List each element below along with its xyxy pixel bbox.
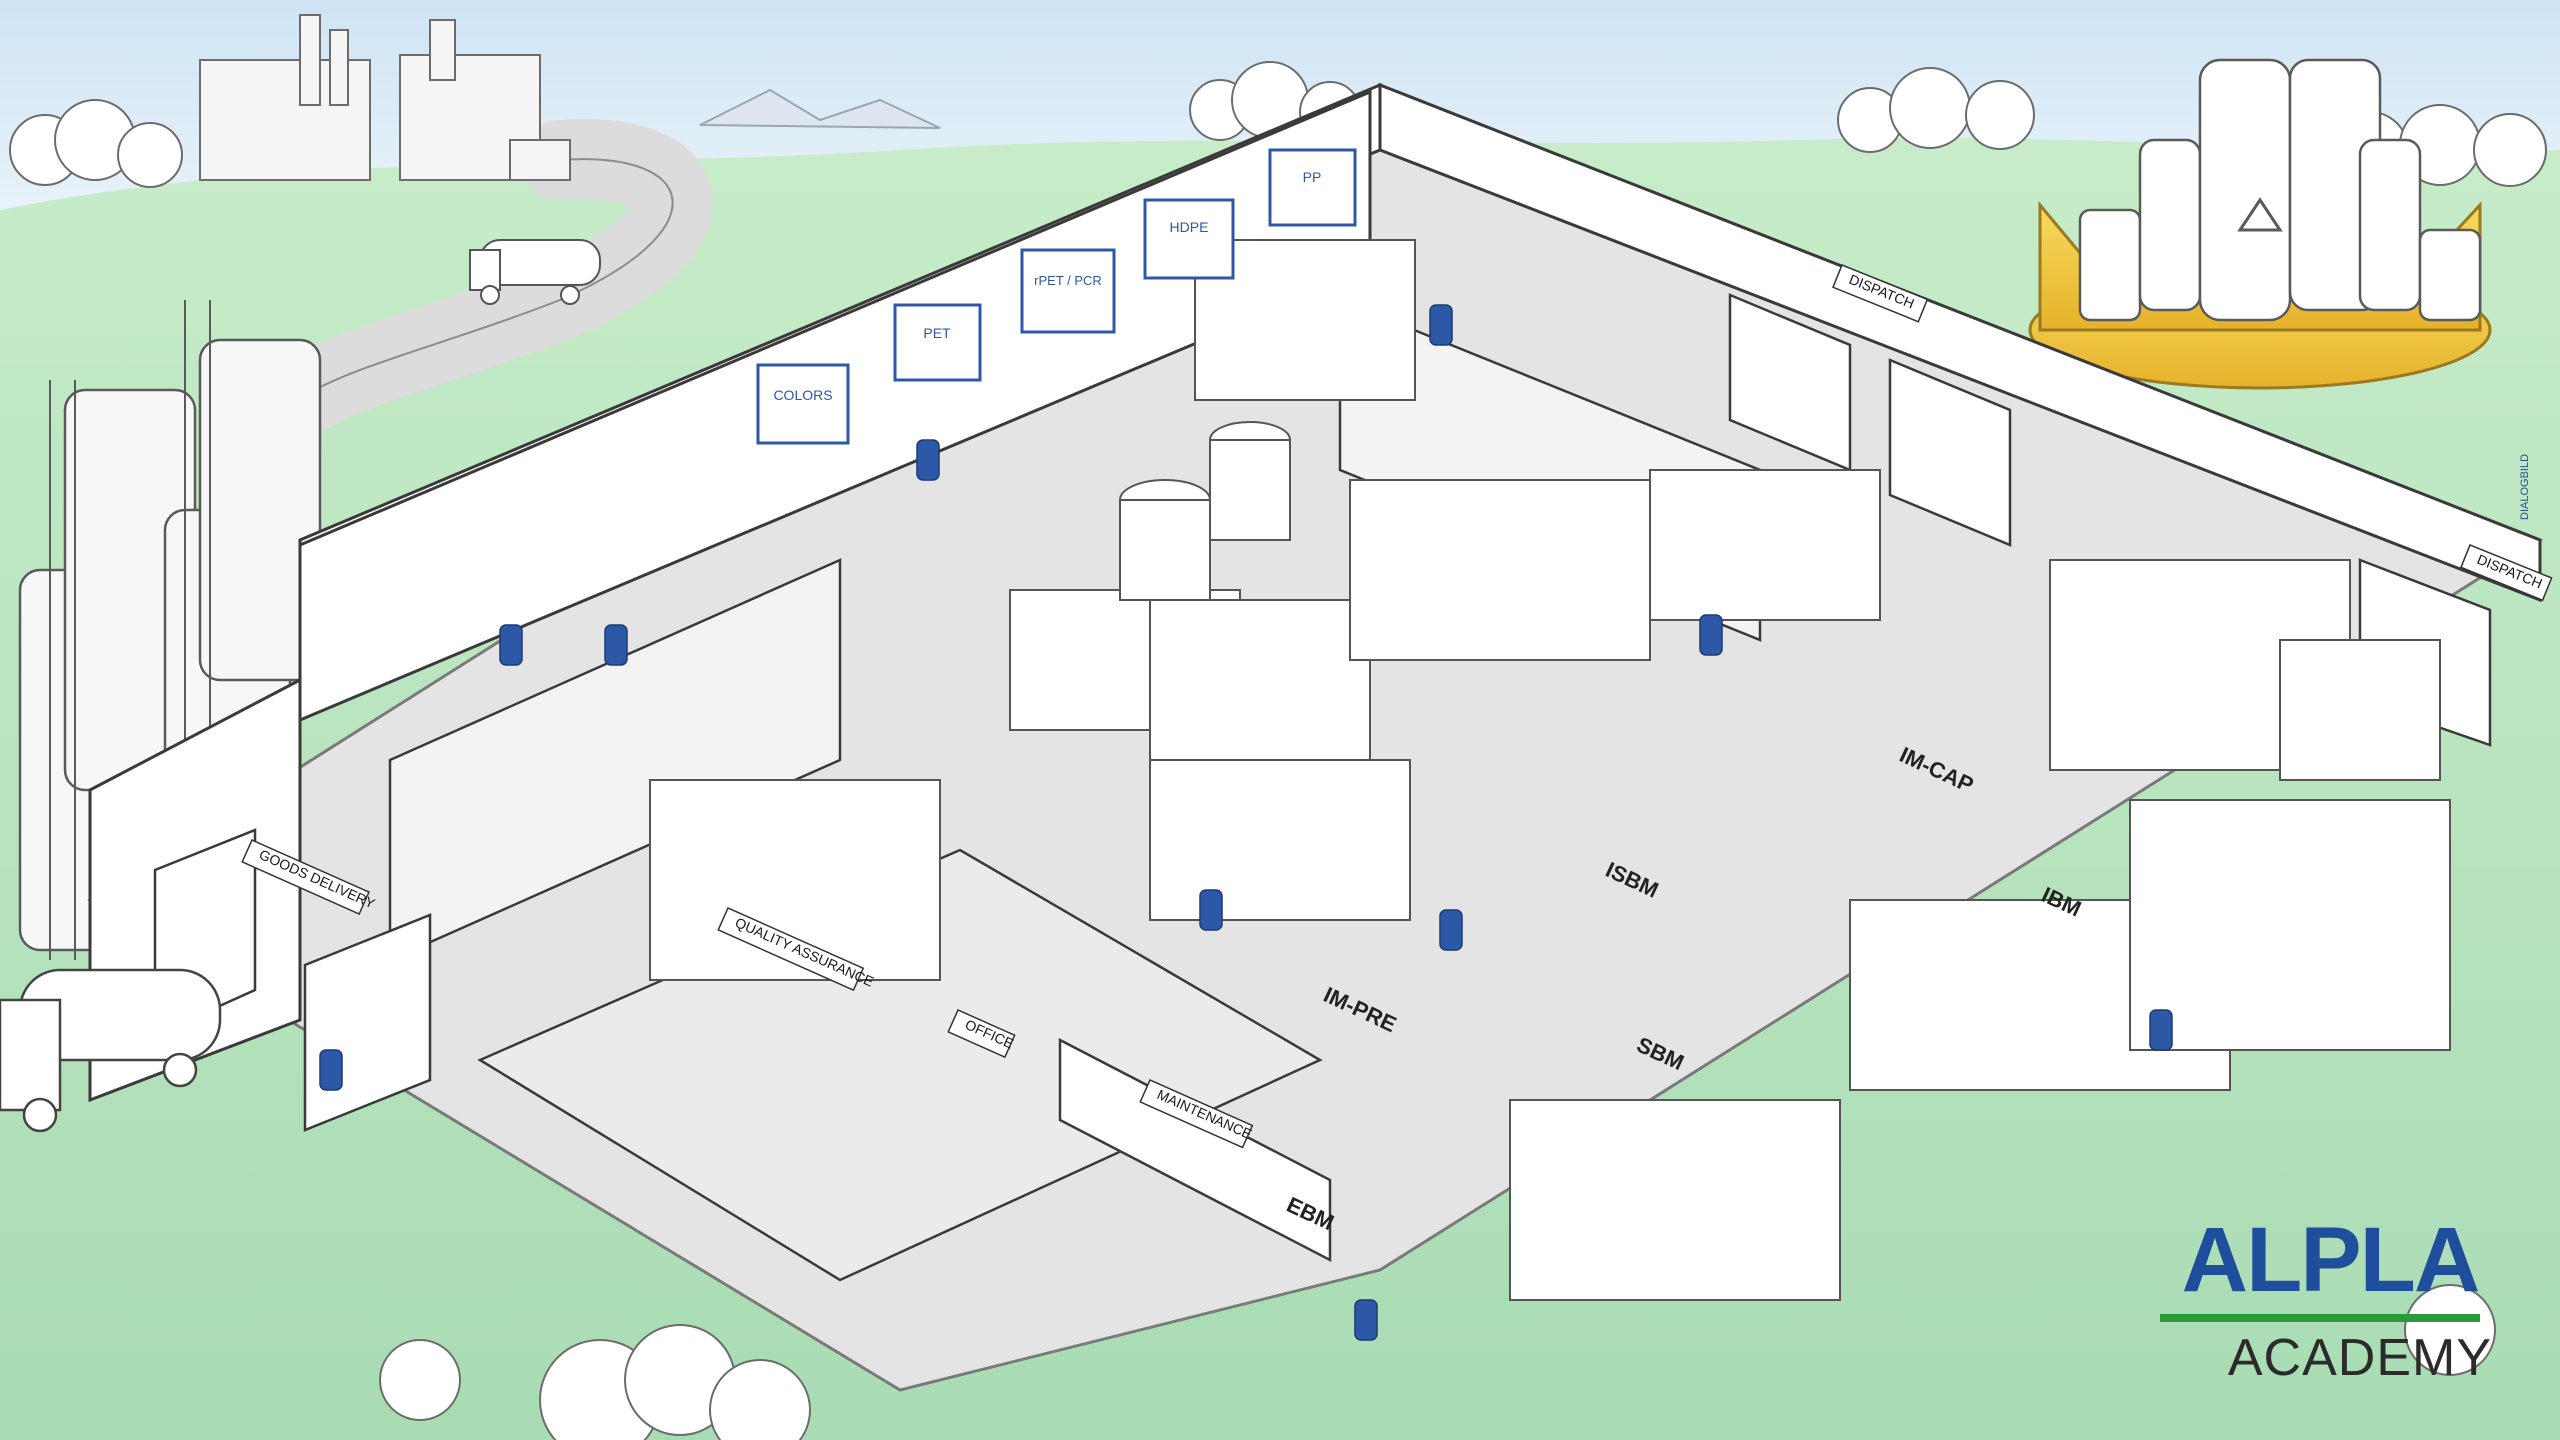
material-sign-pet-text: PET	[923, 325, 951, 341]
material-sign-colors-text: COLORS	[773, 387, 832, 403]
material-sign-hdpe: HDPE	[1143, 198, 1235, 280]
bottle-crown-emblem	[2028, 58, 2492, 390]
credit-label: DIALOGBILD	[2519, 454, 2531, 520]
material-sign-rpet: rPET / PCR	[1020, 248, 1116, 334]
brand-logo: ALPLA	[2181, 1209, 2481, 1311]
material-sign-colors: COLORS	[756, 363, 850, 445]
background-trees	[9, 61, 2547, 189]
mountain	[699, 88, 941, 129]
pallet-stacks	[1194, 239, 2441, 781]
material-sign-rpet-text: rPET / PCR	[1034, 273, 1102, 288]
dispatch-gates	[1728, 293, 2492, 747]
zone-sign-dispatch-2: DISPATCH	[2460, 544, 2553, 602]
brand-divider	[2160, 1314, 2480, 1322]
production-machines	[649, 421, 2451, 1301]
material-sign-pp: PP	[1268, 148, 1357, 227]
tanker-truck-delivery	[0, 968, 222, 1133]
material-sign-pp-text: PP	[1303, 169, 1322, 185]
foreground-bushes	[379, 1284, 2496, 1440]
material-sign-hdpe-text: HDPE	[1170, 219, 1209, 235]
workers	[319, 304, 2173, 1341]
distant-factory	[199, 14, 571, 181]
tanker-truck-road	[469, 239, 601, 305]
material-sign-pet: PET	[893, 303, 982, 382]
alpla-academy-brand: ALPLA ACADEMY	[2160, 1214, 2500, 1388]
brand-subtitle: ACADEMY	[2227, 1329, 2492, 1387]
